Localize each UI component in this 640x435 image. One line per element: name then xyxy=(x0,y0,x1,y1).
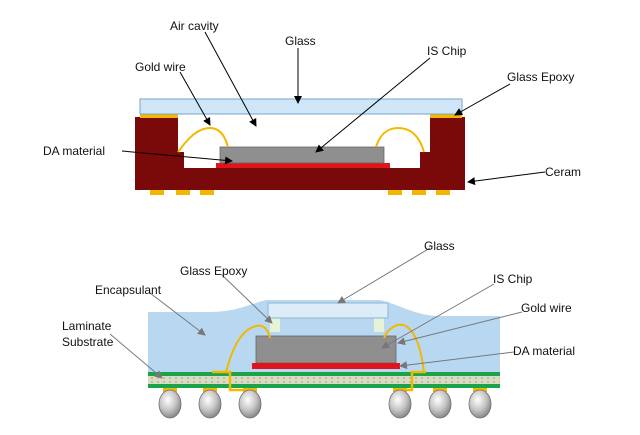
laminate-package xyxy=(148,300,500,419)
ceramic-pads xyxy=(150,190,450,195)
is-chip-bottom xyxy=(255,335,397,364)
glass-epoxy-bottom-right xyxy=(374,318,384,332)
laminate-core xyxy=(148,376,500,384)
glass-epoxy-left xyxy=(140,114,178,118)
label-glass-epoxy-top: Glass Epoxy xyxy=(507,70,574,84)
ceramic-package xyxy=(135,98,465,195)
glass-epoxy-right xyxy=(430,114,462,118)
label-is-chip-top: IS Chip xyxy=(427,44,467,58)
label-encapsulant: Encapsulant xyxy=(95,283,162,297)
label-laminate-line1: Laminate xyxy=(62,319,112,333)
ceramic-body xyxy=(135,117,465,190)
gold-wire-bottom-right xyxy=(383,323,425,373)
glass-bottom xyxy=(267,302,389,319)
is-chip xyxy=(219,146,385,164)
solder-balls xyxy=(158,389,492,419)
da-material-bottom xyxy=(252,363,400,369)
laminate-bottom-layer xyxy=(148,384,500,388)
label-glass-bottom: Glass xyxy=(424,239,455,253)
label-gold-wire-top: Gold wire xyxy=(135,60,186,74)
label-glass-top: Glass xyxy=(285,34,316,48)
glass-lid xyxy=(139,98,463,115)
label-gold-wire-bottom: Gold wire xyxy=(521,301,572,315)
label-da-material-bottom: DA material xyxy=(513,344,575,358)
laminate-top-layer xyxy=(148,372,500,376)
gold-wire-bottom-left xyxy=(225,324,271,373)
glass-epoxy-bottom-left xyxy=(270,318,280,332)
gold-trace-left xyxy=(212,370,244,392)
label-da-material-top: DA material xyxy=(43,144,105,158)
label-laminate-line2: Substrate xyxy=(62,335,114,349)
label-air-cavity: Air cavity xyxy=(170,19,219,33)
label-is-chip-bottom: IS Chip xyxy=(493,272,533,286)
top-leader-lines xyxy=(121,31,546,186)
gold-wire-right xyxy=(375,126,425,153)
label-glass-epoxy-bottom: Glass Epoxy xyxy=(180,264,247,278)
gold-wire-left xyxy=(177,126,229,153)
bottom-leader-lines xyxy=(109,247,523,379)
da-material xyxy=(216,163,390,168)
label-ceramic: Ceram xyxy=(545,165,581,179)
